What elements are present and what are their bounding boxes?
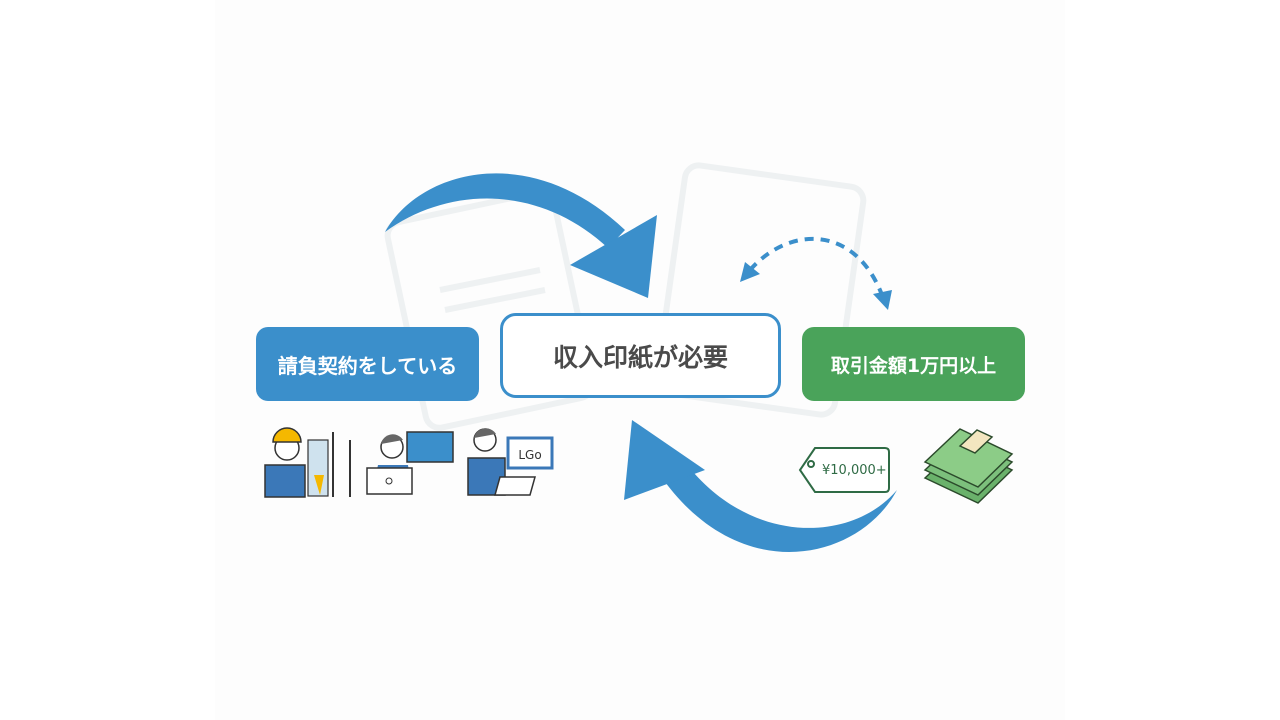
monitor-text: LGo: [518, 448, 541, 462]
programmer-icon: [366, 431, 454, 495]
money-stack-icon: [923, 428, 1014, 504]
dashed-arrow-head-right: [873, 290, 892, 310]
cycle-arrow-bottom-head: [624, 420, 705, 500]
price-tag-icon: ¥10,000+: [798, 447, 890, 493]
construction-worker-icon: [264, 427, 351, 498]
condition-contract-box: 請負契約をしている: [256, 327, 479, 401]
condition-contract-label: 請負契約をしている: [277, 353, 458, 378]
result-stamp-required-box: 収入印紙が必要: [500, 313, 781, 398]
cycle-arrow-top-head: [570, 215, 657, 298]
cycle-arrow-bottom: [660, 458, 897, 552]
designer-icon: LGo: [467, 428, 554, 496]
price-tag-text: ¥10,000+: [822, 463, 887, 478]
result-stamp-required-label: 収入印紙が必要: [552, 342, 728, 372]
dashed-double-arrow: [748, 236, 884, 296]
condition-amount-label: 取引金額1万円以上: [830, 354, 997, 377]
condition-amount-box: 取引金額1万円以上: [802, 327, 1025, 401]
dashed-arrow-head-left: [740, 262, 760, 282]
cycle-arrow-top: [385, 173, 625, 248]
